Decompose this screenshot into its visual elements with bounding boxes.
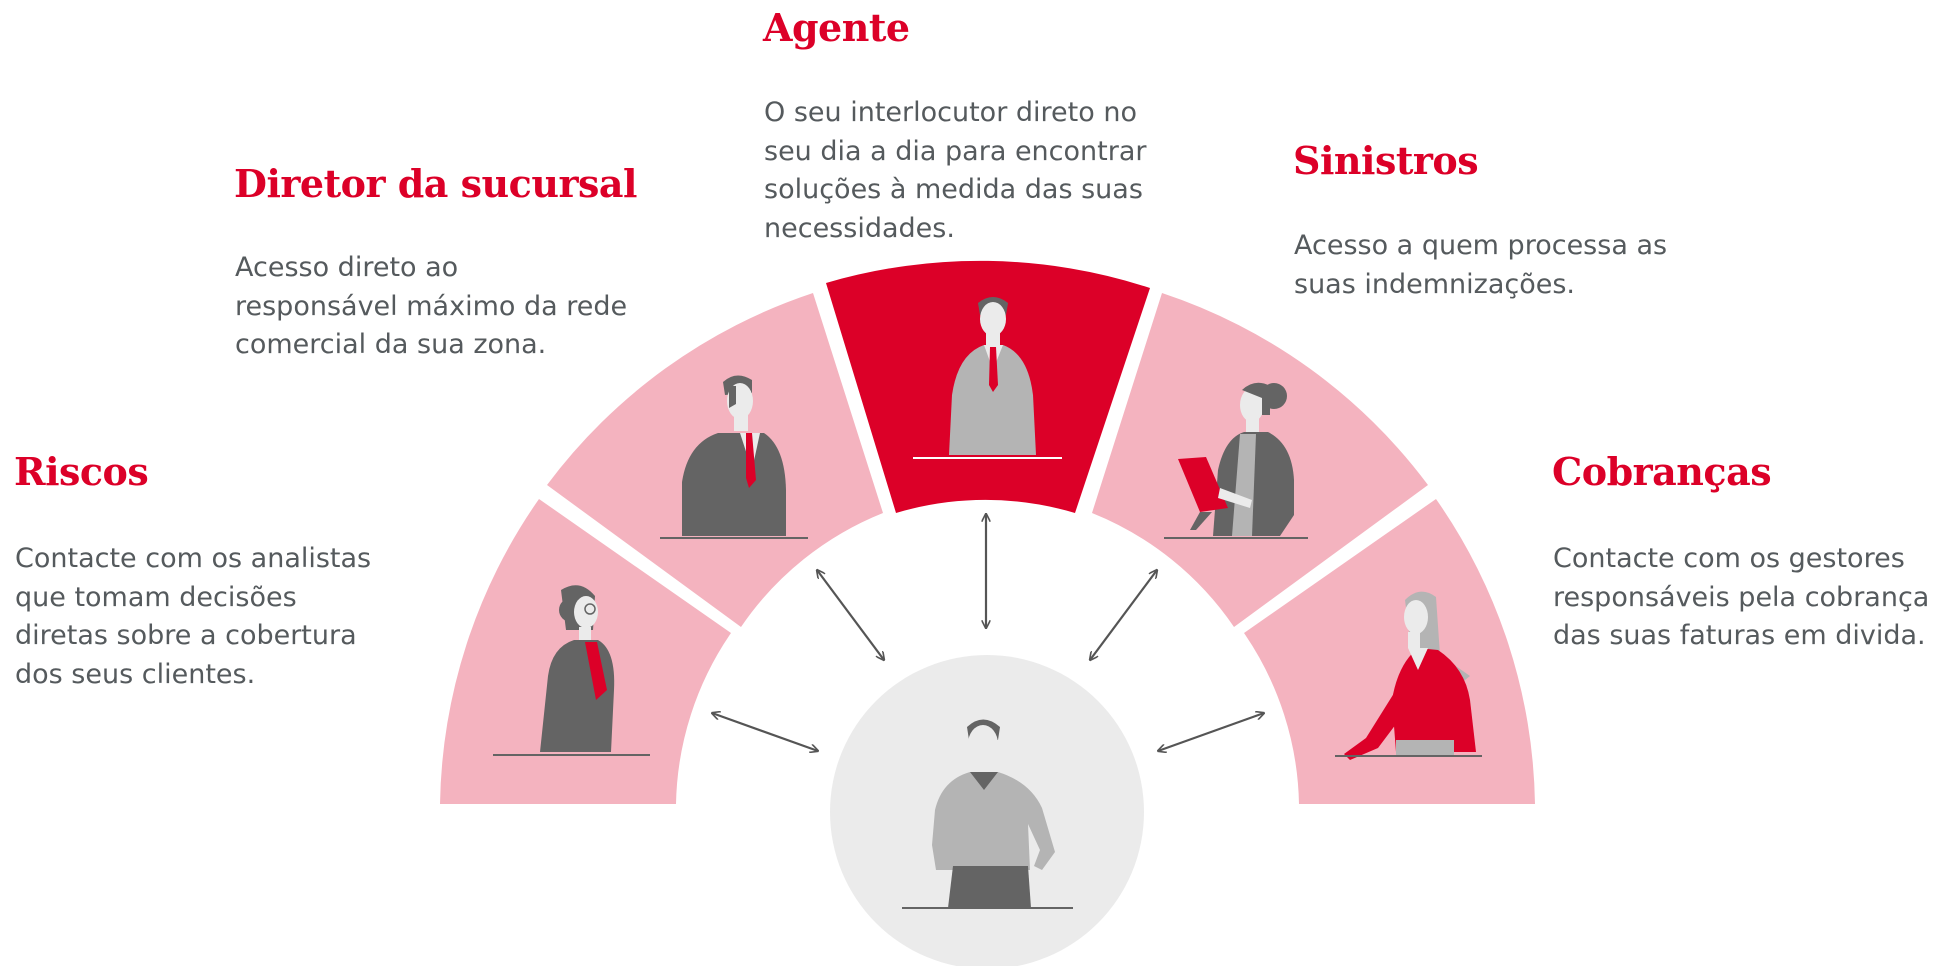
diretor-description: Acesso direto ao responsável máximo da r… bbox=[235, 252, 628, 360]
woman-in-red-icon bbox=[1335, 591, 1482, 760]
cobrancas-title: Cobranças bbox=[1552, 449, 1772, 494]
sinistros-description: Acesso a quem processa as suas indemniza… bbox=[1294, 230, 1668, 300]
agente-description: O seu interlocutor direto no seu dia a d… bbox=[764, 97, 1147, 244]
riscos-description: Contacte com os analistas que tomam deci… bbox=[15, 543, 372, 690]
arrow-diretor bbox=[817, 570, 884, 660]
connection-arrows bbox=[712, 514, 1264, 751]
arrow-sinistros bbox=[1090, 570, 1157, 660]
diretor-title: Diretor da sucursal bbox=[234, 161, 637, 206]
cobrancas-description: Contacte com os gestores responsáveis pe… bbox=[1553, 543, 1930, 651]
woman-with-tablet-icon bbox=[1164, 382, 1308, 539]
arrow-cobrancas bbox=[1158, 713, 1264, 751]
sinistros-title: Sinistros bbox=[1293, 138, 1479, 183]
riscos-title: Riscos bbox=[14, 449, 149, 494]
agente-title: Agente bbox=[763, 5, 910, 50]
woman-with-glasses-icon bbox=[493, 585, 650, 756]
arrow-riscos bbox=[712, 713, 818, 751]
man-in-suit-icon bbox=[660, 375, 808, 539]
client-person-icon bbox=[902, 719, 1073, 909]
agent-man-icon bbox=[913, 297, 1062, 459]
